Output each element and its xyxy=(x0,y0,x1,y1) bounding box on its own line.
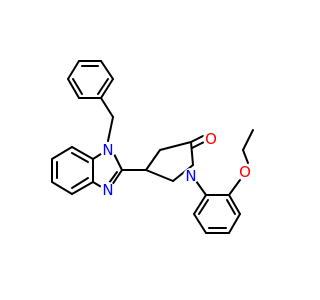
atom-label-n-lactam: N xyxy=(185,167,196,185)
atom-o-carbonyl: O xyxy=(203,130,219,148)
atom-label-o-ether: O xyxy=(239,163,251,181)
molecule-structure: N N N O O xyxy=(51,60,254,234)
benzimidazole-imidazole-ring xyxy=(92,151,123,189)
benzimidazole-benzene-ring xyxy=(51,146,94,195)
atom-label-o-carbonyl: O xyxy=(205,130,217,148)
structure-canvas: N N N O O xyxy=(51,60,254,234)
atom-n-benzimidazole-3: N xyxy=(100,181,116,199)
atom-label-n1: N xyxy=(102,141,113,159)
pyrrolidinone-ring xyxy=(145,141,194,182)
ethoxy-chain xyxy=(228,129,254,196)
atom-n-benzimidazole-1: N xyxy=(100,141,116,159)
benzyl-ch2-linker xyxy=(100,97,114,142)
atom-n-pyrrolidinone: N xyxy=(183,167,199,185)
benzyl-phenyl-ring xyxy=(67,60,114,99)
atom-o-ethoxy: O xyxy=(237,163,253,181)
atom-label-n3: N xyxy=(102,181,113,199)
ethoxyphenyl-ring xyxy=(193,194,241,234)
carbonyl-double-bond xyxy=(190,135,205,149)
